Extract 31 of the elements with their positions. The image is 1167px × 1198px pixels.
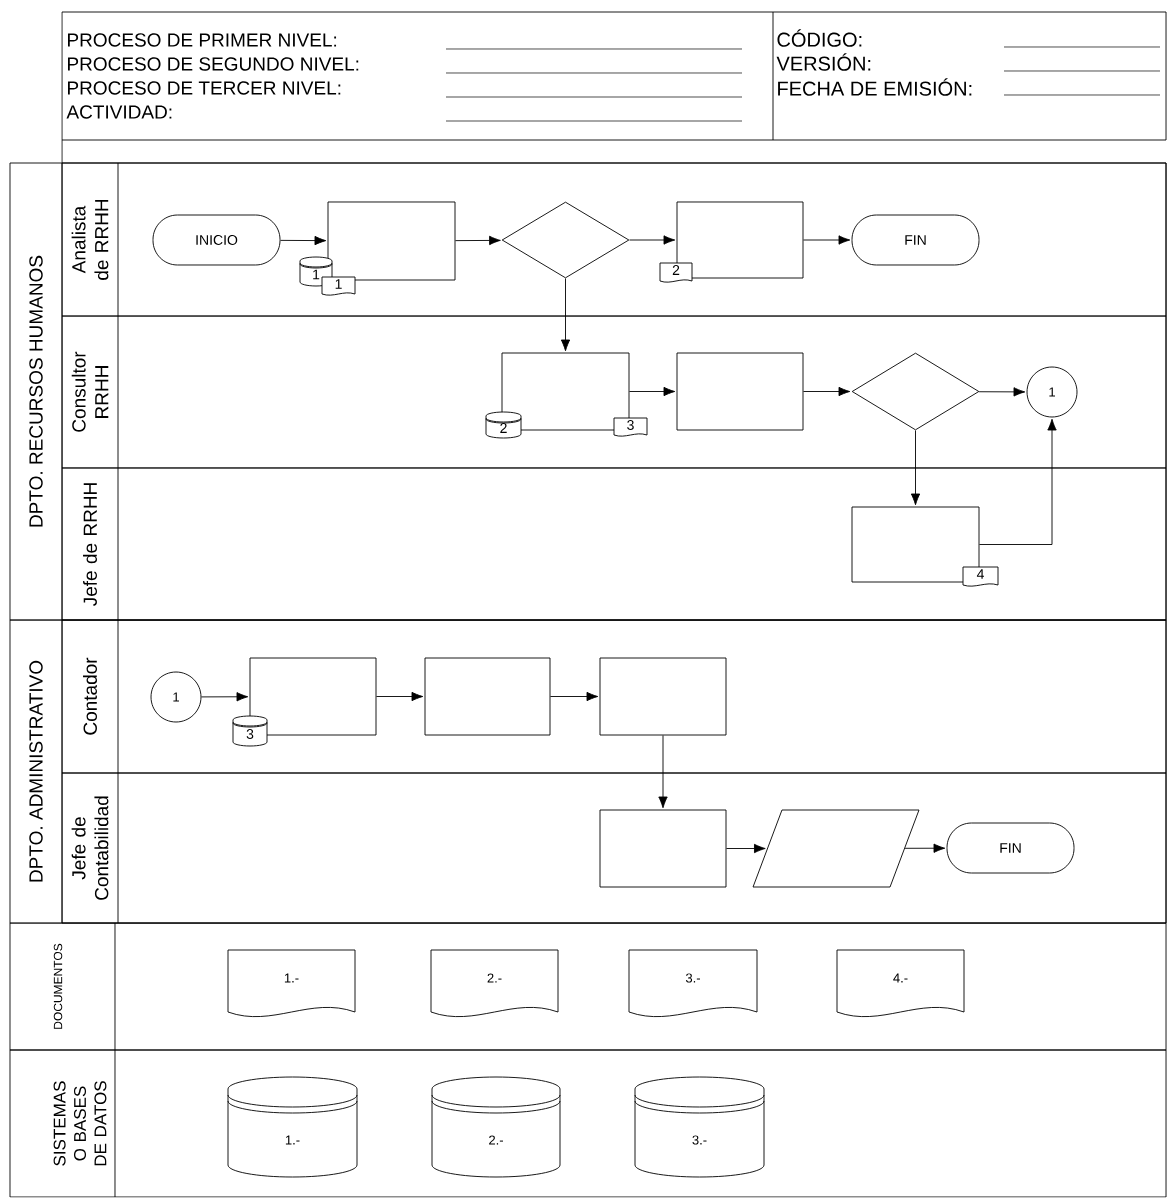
process-box [599, 809, 727, 888]
header-label: PROCESO DE SEGUNDO NIVEL: [68, 57, 359, 71]
header-label: PROCESO DE PRIMER NIVEL: [68, 33, 337, 47]
decision-diamond [851, 352, 980, 431]
header-label: PROCESO DE TERCER NIVEL: [68, 81, 341, 95]
arrow [726, 843, 766, 854]
header-label: VERSIÓN: [776, 53, 871, 71]
arrow [455, 235, 501, 246]
arrow [560, 278, 571, 352]
arrow [629, 235, 676, 245]
header-label: FECHA DE EMISIÓN: [778, 78, 972, 96]
process-box [599, 657, 727, 736]
arrow [629, 386, 676, 397]
arrow [658, 735, 668, 809]
process-box [676, 352, 804, 431]
arrow [978, 387, 1026, 397]
arrow [803, 235, 851, 245]
decision-diamond [501, 201, 630, 279]
process-box [424, 657, 551, 736]
arrow [201, 692, 249, 702]
arrow [904, 843, 946, 853]
arrow [280, 235, 327, 246]
arrow [376, 691, 424, 702]
arrow [910, 430, 921, 506]
header-label: ACTIVIDAD: [66, 105, 172, 119]
data-parallelogram [752, 809, 920, 888]
arrow [550, 691, 599, 702]
arrow [979, 418, 1057, 545]
process-box [327, 201, 456, 281]
header-label: CÓDIGO: [777, 29, 862, 47]
arrow [803, 386, 851, 397]
